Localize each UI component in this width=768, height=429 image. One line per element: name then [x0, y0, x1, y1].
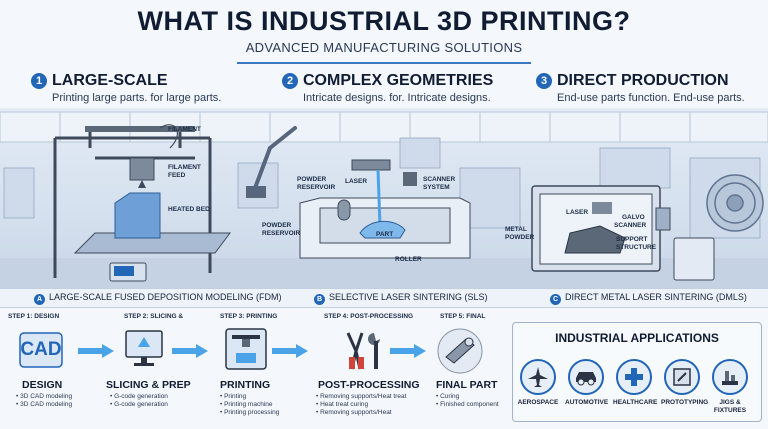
step-name: PRINTING	[220, 379, 271, 391]
arrow-right-icon	[272, 344, 308, 358]
label-metal-powder-2: POWDER	[505, 234, 535, 241]
step-label: STEP 5: FINAL	[440, 313, 486, 320]
caption-badge: A	[34, 294, 45, 305]
application-name: AUTOMOTIVE	[565, 399, 609, 406]
application-name: AEROSPACE	[517, 399, 559, 406]
label-support-structure: SUPPORT	[616, 236, 647, 243]
cad-icon-text: CAD	[20, 339, 62, 360]
factory-scene: FILAMENT FILAMENT FEED HEATED BED POWDER…	[0, 108, 768, 288]
step-name: POST-PROCESSING	[318, 379, 420, 391]
caption-dmls: C DIRECT METAL LASER SINTERING (DMLS)	[550, 292, 747, 305]
section-heading: LARGE-SCALE	[52, 72, 168, 89]
section-description: Intricate designs. for. Intricate design…	[303, 92, 491, 104]
label-sls-powder-reservoir-2: RESERVOIR	[297, 184, 335, 191]
section-description: Printing large parts. for large parts.	[52, 92, 222, 104]
caption-text: LARGE-SCALE FUSED DEPOSITION MODELING (F…	[49, 292, 282, 302]
step-bullets: • Curing• Finished component	[436, 393, 499, 408]
car-icon	[568, 359, 604, 395]
medical-cross-icon	[616, 359, 652, 395]
airplane-icon	[520, 359, 556, 395]
caption-badge: C	[550, 294, 561, 305]
jig-icon	[712, 359, 748, 395]
prototype-icon	[664, 359, 700, 395]
factory-illustration: FILAMENT FILAMENT FEED HEATED BED POWDER…	[0, 111, 768, 288]
step-name: FINAL PART	[436, 379, 498, 391]
section-number: 3	[536, 73, 552, 89]
step-name: DESIGN	[22, 379, 63, 391]
step-bullets: • G-code generation• G-code generation	[110, 393, 168, 408]
step-bullets: • Printing• Printing machine• Printing p…	[220, 393, 280, 416]
step-label: STEP 1: DESIGN	[8, 313, 60, 320]
step-bullets: • Removing supports/Heat treat• Heat tre…	[316, 393, 407, 416]
background-machines	[3, 137, 761, 239]
label-filament-feed: FILAMENT	[168, 164, 201, 171]
label-filament-feed-2: FEED	[168, 172, 186, 179]
application-name: PROTOTYPING	[661, 399, 709, 406]
turbine-icon	[706, 174, 764, 232]
section-heading: COMPLEX GEOMETRIES	[303, 72, 494, 89]
fdm-printer-illustration	[53, 124, 231, 282]
label-sls-powder-reservoir: POWDER	[297, 176, 327, 183]
label-roller: ROLLER	[395, 256, 422, 263]
label-support-structure-2: STRUCTURE	[616, 244, 657, 251]
application-automotive: AUTOMOTIVE	[565, 359, 609, 407]
cad-icon: CAD	[18, 327, 64, 373]
label-scanner-system: SCANNER	[423, 176, 455, 183]
tools-icon	[346, 332, 380, 370]
printer-icon	[225, 328, 267, 370]
sls-machine-illustration	[299, 159, 471, 259]
step-bullets: • 3D CAD modeling• 3D CAD modeling	[16, 393, 73, 408]
label-galvo-scanner-2: SCANNER	[614, 222, 646, 229]
application-prototyping: PROTOTYPING	[661, 359, 709, 407]
industrial-applications-panel: INDUSTRIAL APPLICATIONS AEROSPACE AUTOMO…	[512, 322, 762, 422]
application-name: HEALTHCARE	[613, 399, 658, 406]
label-metal-powder: METAL	[505, 226, 527, 233]
section-description: End-use parts function. End-use parts.	[557, 92, 745, 104]
robot-arm-illustration	[253, 126, 297, 190]
section-heading: DIRECT PRODUCTION	[557, 72, 729, 89]
label-sls-laser: LASER	[345, 178, 367, 185]
subtitle-underline	[237, 62, 531, 64]
label-powder-reservoir-2: RESERVOIR	[262, 230, 300, 237]
application-healthcare: HEALTHCARE	[613, 359, 658, 407]
caption-text: SELECTIVE LASER SINTERING (SLS)	[329, 292, 488, 302]
section-number: 2	[282, 73, 298, 89]
section-number: 1	[31, 73, 47, 89]
label-heated-bed: HEATED BED	[168, 206, 210, 213]
arrow-right-icon	[172, 344, 208, 358]
page-title: WHAT IS INDUSTRIAL 3D PRINTING?	[137, 6, 631, 36]
application-name: JIGS &FIXTURES	[713, 399, 747, 414]
page-subtitle: ADVANCED MANUFACTURING SOLUTIONS	[245, 40, 523, 55]
dmls-machine-illustration	[531, 185, 715, 281]
caption-fdm: A LARGE-SCALE FUSED DEPOSITION MODELING (…	[34, 292, 282, 305]
application-jigs-fixtures: JIGS &FIXTURES	[709, 359, 751, 415]
caption-sls: B SELECTIVE LASER SINTERING (SLS)	[314, 292, 488, 305]
step-label: STEP 2: SLICING &	[124, 313, 184, 320]
final-part-icon	[437, 328, 483, 374]
label-galvo-scanner: GALVO	[622, 214, 645, 221]
caption-bar	[0, 288, 768, 308]
monitor-icon	[125, 330, 163, 366]
label-scanner-system-2: SYSTEM	[423, 184, 450, 191]
step-label: STEP 4: POST-PROCESSING	[324, 313, 414, 320]
arrow-right-icon	[390, 344, 426, 358]
step-label: STEP 3: PRINTING	[220, 313, 278, 320]
label-part: PART	[376, 231, 393, 238]
application-aerospace: AEROSPACE	[517, 359, 559, 407]
label-dmls-laser: LASER	[566, 209, 588, 216]
label-filament: FILAMENT	[168, 126, 201, 133]
arrow-right-icon	[78, 344, 114, 358]
step-name: SLICING & PREP	[106, 379, 191, 391]
applications-heading: INDUSTRIAL APPLICATIONS	[555, 331, 719, 345]
caption-text: DIRECT METAL LASER SINTERING (DMLS)	[565, 292, 747, 302]
caption-badge: B	[314, 294, 325, 305]
label-powder-reservoir: POWDER	[262, 222, 292, 229]
